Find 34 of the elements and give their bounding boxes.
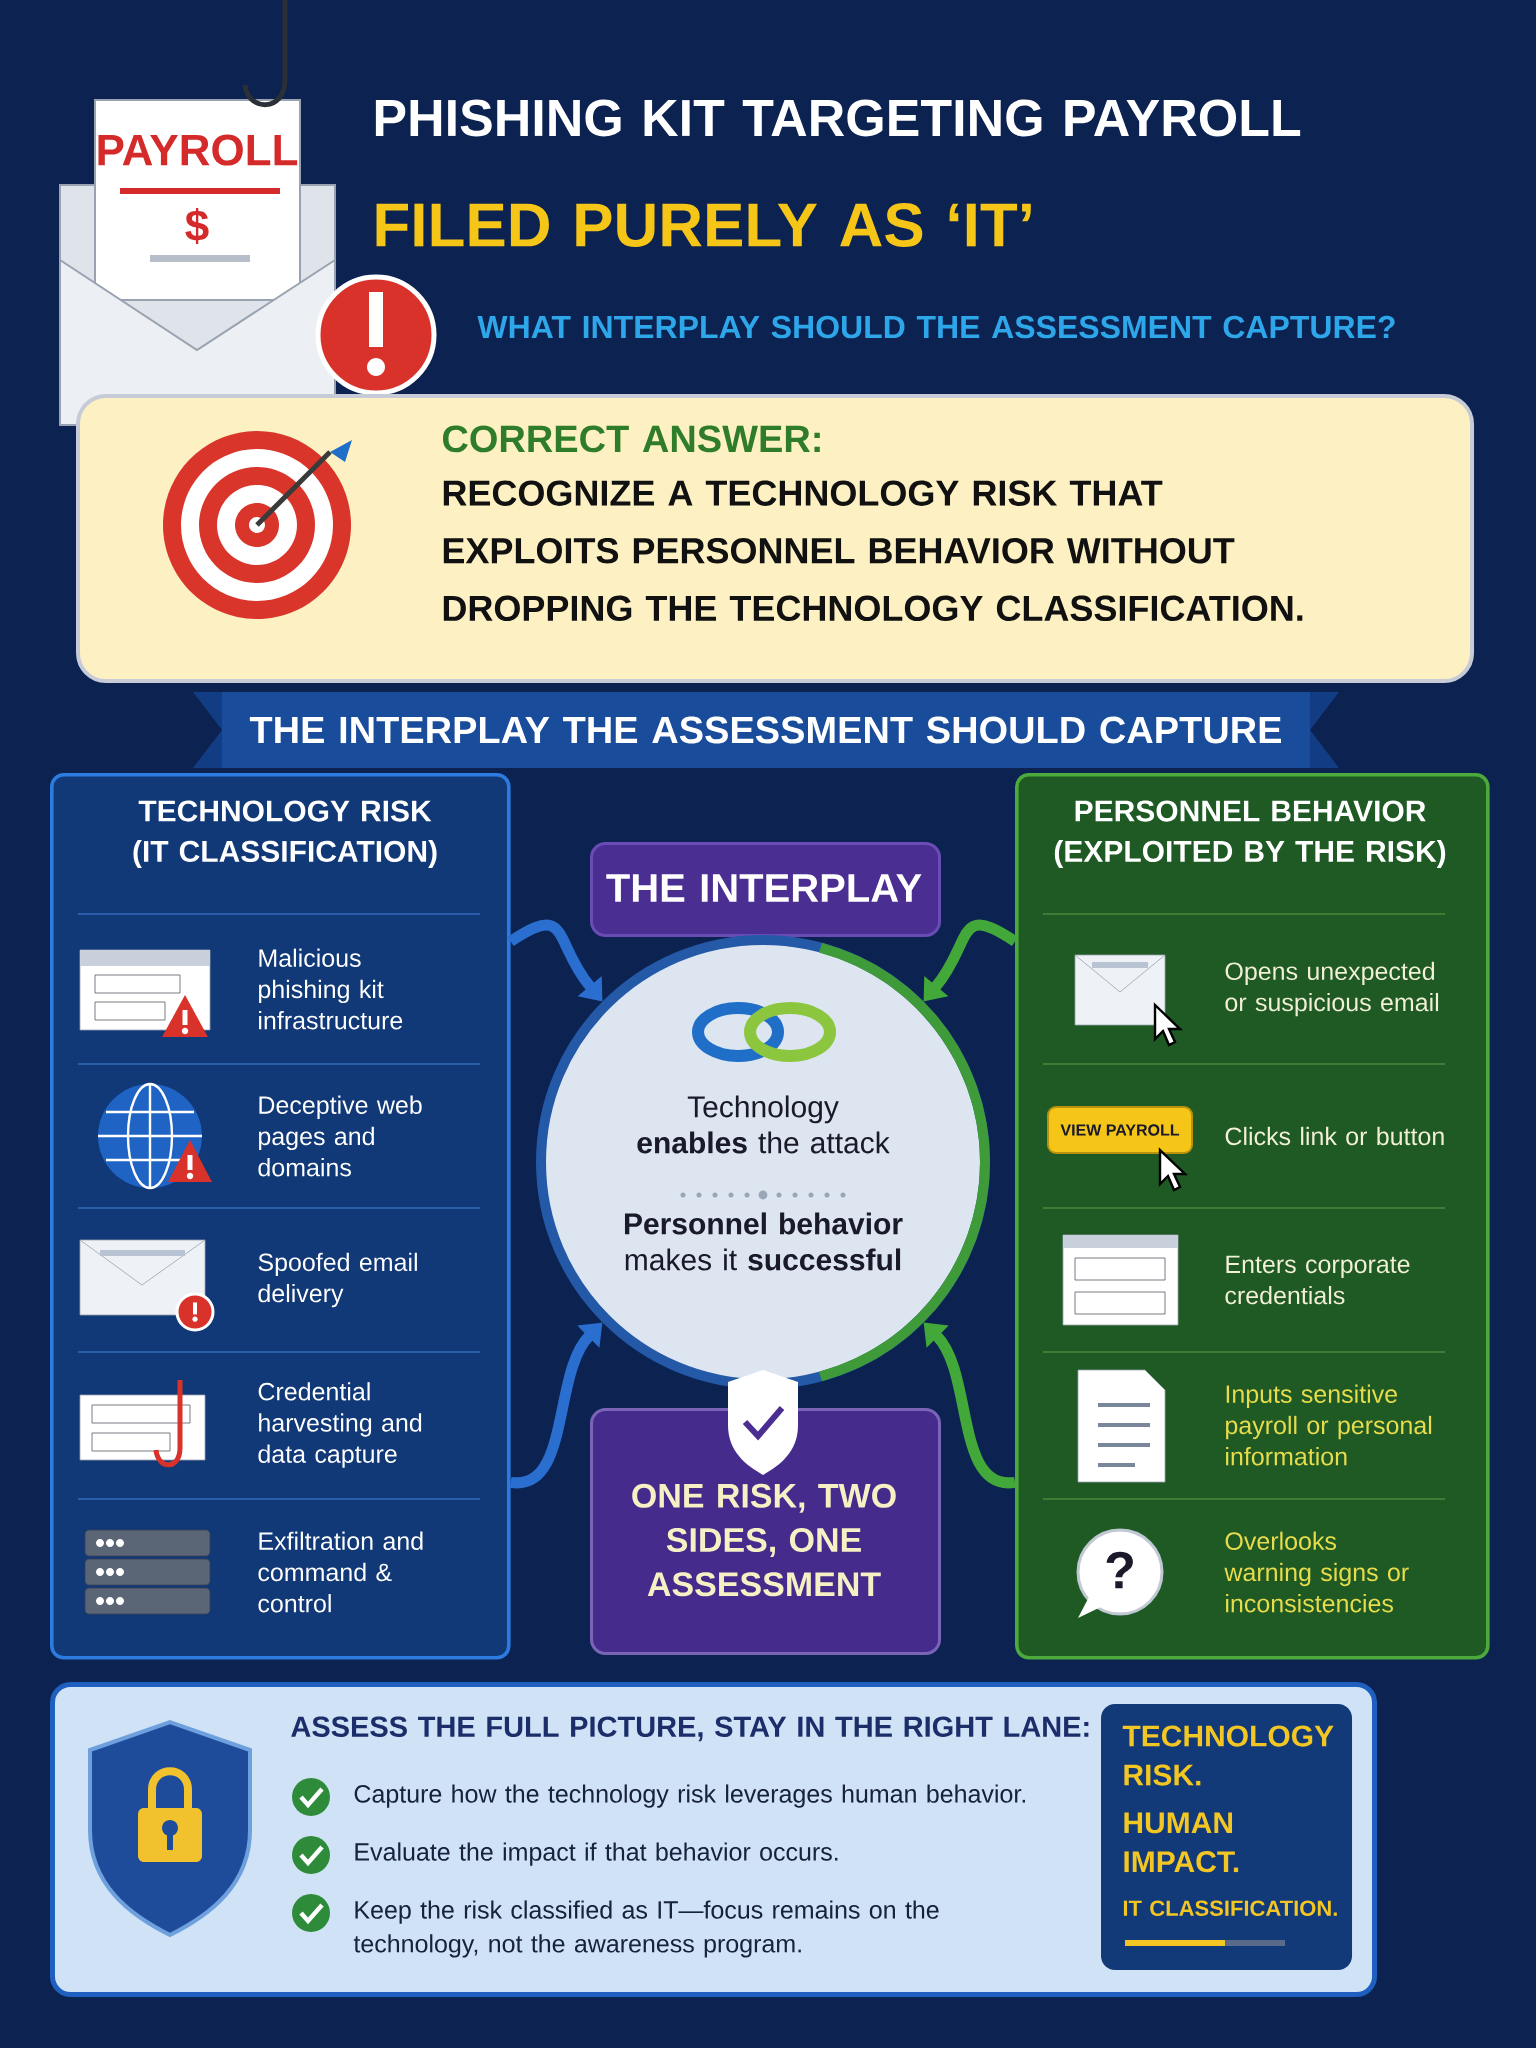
circle-text: Personnel behavior makes it successful <box>624 1212 903 1271</box>
subtitle: WHAT INTERPLAY SHOULD THE ASSESSMENT CAPTURE? <box>477 315 1395 339</box>
row-text: Malicious phishing kit infrastructure <box>259 948 403 1030</box>
takeaway-text: HUMAN IMPACT. <box>1124 1812 1239 1873</box>
checklist-item: Keep the risk classified as IT—focus remains on the technology, not the awareness program. <box>353 1900 939 1958</box>
takeaway-text: TECHNOLOGY RISK. <box>1122 1725 1334 1786</box>
curved-arrow <box>923 1322 1016 1488</box>
answer-heading: CORRECT ANSWER: <box>442 425 820 453</box>
row-text: Clicks link or button <box>1225 1126 1444 1146</box>
curved-arrow <box>510 1322 603 1488</box>
payroll-label: PAYROLL <box>98 134 298 166</box>
question-mark: ? <box>1106 1551 1133 1589</box>
payroll-button: VIEW PAYROLL <box>1047 1106 1193 1154</box>
circle-text: Technology enables the attack <box>637 1095 890 1154</box>
takeaway-text: IT CLASSIFICATION. <box>1123 1900 1337 1916</box>
box-heading: THE INTERPLAY <box>606 874 922 902</box>
row-text: Credential harvesting and data capture <box>258 1382 422 1468</box>
checklist-item: Capture how the technology risk leverages human behavior. <box>354 1784 1025 1808</box>
checklist-item: Evaluate the impact if that behavior occurs. <box>355 1842 838 1866</box>
answer-text: RECOGNIZE A TECHNOLOGY RISK THAT EXPLOITS PERSONNEL BEHAVIOR WITHOUT DROPPING THE TECHNOLOGY CLASSIFICATION. <box>443 480 1303 622</box>
row-text: Overlooks warning signs or inconsistencies <box>1224 1531 1409 1613</box>
row-text: Opens unexpected or suspicious email <box>1225 961 1439 1017</box>
panel-heading: ASSESS THE FULL PICTURE, STAY IN THE RIGHT LANE: <box>291 1716 1089 1742</box>
row-text: Spoofed email delivery <box>258 1252 417 1308</box>
row-text: Inputs sensitive payroll or personal information <box>1226 1384 1432 1466</box>
title: PHISHING KIT TARGETING PAYROLL <box>375 99 1301 137</box>
panel-heading: PERSONNEL BEHAVIOR (EXPLOITED BY THE RISK) <box>1054 800 1446 868</box>
row-text: Enters corporate credentials <box>1225 1255 1410 1305</box>
dollar-sign: $ <box>185 208 209 244</box>
panel-heading: TECHNOLOGY RISK (IT CLASSIFICATION) <box>133 800 437 868</box>
title: FILED PURELY AS ‘IT’ <box>376 203 1031 247</box>
summary-text: ONE RISK, TWO SIDES, ONE ASSESSMENT <box>632 1483 896 1597</box>
row-text: Exfiltration and command & control <box>258 1531 423 1613</box>
row-text: Deceptive web pages and domains <box>258 1095 422 1177</box>
